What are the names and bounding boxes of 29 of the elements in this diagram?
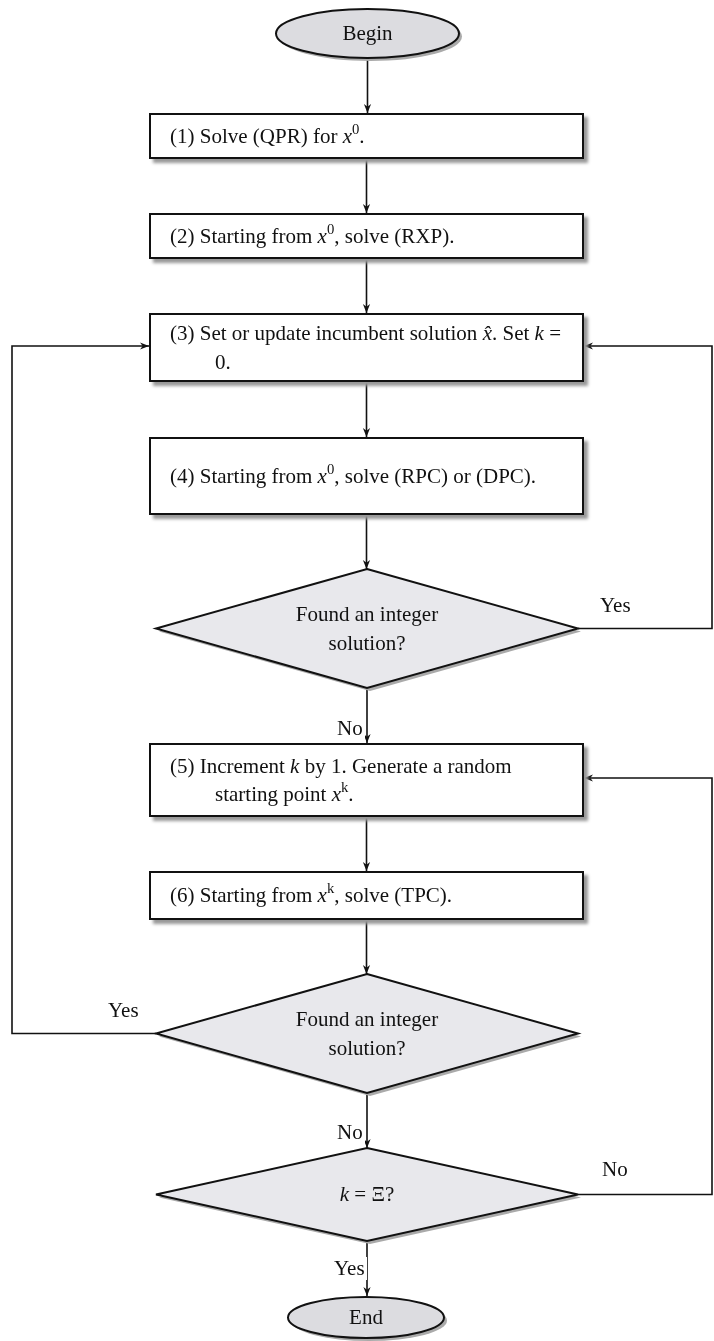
arrow bbox=[362, 158, 371, 214]
process-box bbox=[149, 437, 584, 515]
arrow bbox=[362, 258, 371, 314]
step-text: (2) Starting from x$^{0}$, solve (RXP). bbox=[169, 221, 456, 250]
terminal-label: Begin bbox=[342, 20, 393, 48]
arrow bbox=[363, 58, 372, 114]
step-text: (1) Solve (QPR) for x$^{0}$. bbox=[169, 121, 366, 150]
arrow bbox=[363, 687, 371, 744]
step-text: (5) Increment k by 1. Generate a random starting point x$^{k}$. bbox=[169, 752, 513, 808]
step-text: (6) Starting from x$^{k}$, solve (TPC). bbox=[169, 881, 454, 910]
arrow bbox=[577, 774, 713, 1196]
edge-label: Yes bbox=[332, 1257, 367, 1281]
question-text: k = Ξ? bbox=[339, 1181, 395, 1209]
step-text: (4) Starting from x$^{0}$, solve (RPC) or (DPC). bbox=[169, 461, 538, 490]
terminal-ellipse bbox=[287, 1296, 445, 1339]
terminal-label: End bbox=[349, 1304, 383, 1332]
process-box bbox=[149, 313, 584, 382]
arrow bbox=[362, 381, 371, 438]
arrow bbox=[362, 919, 371, 975]
process-box bbox=[149, 743, 584, 817]
step-text: (3) Set or update incumbent solution x̂. Set k = 0. bbox=[169, 320, 562, 376]
arrow bbox=[363, 1092, 371, 1149]
arrow bbox=[362, 514, 371, 570]
arrow bbox=[362, 816, 371, 872]
process-box bbox=[149, 871, 584, 920]
process-box bbox=[149, 213, 584, 259]
process-box bbox=[149, 113, 584, 159]
terminal-ellipse bbox=[275, 8, 460, 59]
decision-diamond bbox=[156, 1148, 578, 1241]
